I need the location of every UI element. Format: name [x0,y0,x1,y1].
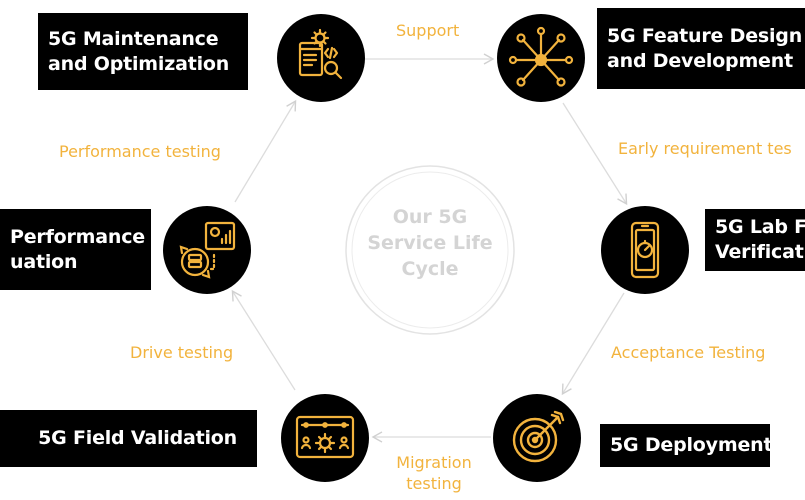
dashboard-settings-icon [281,394,369,482]
stage-label-deployment: 5G Deployment [600,424,770,467]
stage-label-line2: and Optimization [48,52,230,75]
node-performance[interactable] [162,205,252,299]
stage-label-line2: Verificat [715,241,804,263]
edge-label-migration-line2: testing [406,474,462,493]
stage-label-maintenance: 5G Maintenance and Optimization [38,13,248,90]
phone-speed-icon [601,206,689,294]
node-field[interactable] [280,393,370,487]
edge-label-migration-testing: Migration testing [386,452,482,494]
server-analytics-icon [163,206,251,294]
stage-label-design: 5G Feature Design and Development [597,8,805,89]
connector-lab-deployment [561,292,625,396]
network-node-icon [497,14,585,102]
connector-performance-maintenance [234,99,297,203]
stage-label-line1: 5G Feature Design [607,24,803,47]
stage-label-line1: Performance [10,225,145,248]
center-title-line2: Service Life [367,232,493,254]
app-settings-icon [277,14,365,102]
node-deployment[interactable] [492,393,582,487]
connector-design-lab [562,102,628,206]
edge-label-migration-line1: Migration [396,453,472,472]
edge-label-drive-testing: Drive testing [130,343,234,362]
center-ring [345,165,515,335]
center-title-line1: Our 5G [392,206,468,228]
center-title-line3: Cycle [401,258,459,280]
stage-label-performance: Performance uation [0,209,151,290]
stage-label-line1: 5G Maintenance [48,27,219,50]
edge-label-acceptance-testing: Acceptance Testing [611,343,766,362]
node-design[interactable] [496,13,586,107]
stage-label-line2: uation [10,250,78,273]
node-lab[interactable] [600,205,690,299]
edge-label-performance-testing: Performance testing [59,142,221,161]
stage-label-line2: and Development [607,49,793,72]
stage-label-line1: 5G Field Validation [38,427,237,449]
target-icon [493,394,581,482]
stage-label-line1: 5G Lab F [715,216,805,238]
edge-label-support: Support [396,21,460,40]
center-title: Our 5G Service Life Cycle [360,204,500,282]
stage-label-lab: 5G Lab F Verificat [705,209,805,271]
stage-label-field: 5G Field Validation [0,410,257,467]
stage-label-line1: 5G Deployment [610,434,770,456]
connector-field-performance [231,289,296,391]
node-maintenance[interactable] [276,13,366,107]
center-ring-inner [351,171,509,329]
edge-label-early-requirement-testing: Early requirement tes [618,139,792,158]
